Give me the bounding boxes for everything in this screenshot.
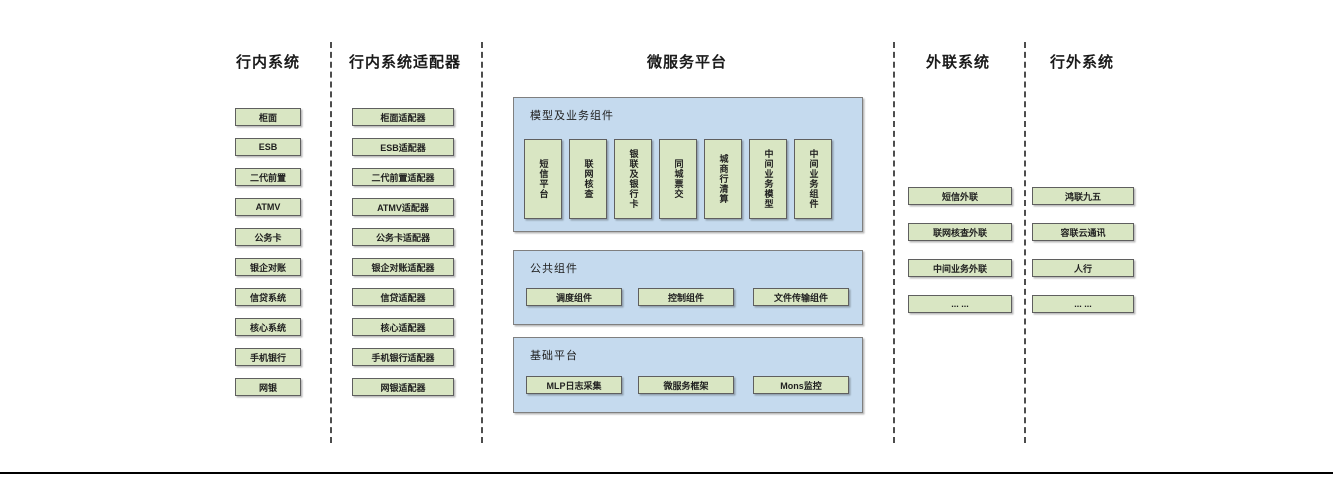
node-box: 微服务框架 <box>638 376 734 394</box>
col-header-microservice-platform: 微服务平台 <box>646 54 727 71</box>
node-label: 同城票交 <box>673 159 684 199</box>
node-box: Mons监控 <box>753 376 849 394</box>
node-box: 网银适配器 <box>352 378 454 396</box>
node-box: 信贷系统 <box>235 288 301 306</box>
node-box: 信贷适配器 <box>352 288 454 306</box>
col-header-inbank-systems: 行内系统 <box>235 54 300 71</box>
panel-base-platform: 基础平台 MLP日志采集 微服务框架 Mons监控 <box>513 337 863 413</box>
node-box: 中间业务模型 <box>749 139 787 219</box>
node-box: 人行 <box>1032 259 1134 277</box>
node-box: 银联及银行卡 <box>614 139 652 219</box>
panel-model-business-components: 模型及业务组件 短信平台 联网核查 银联及银行卡 同城票交 城商行清算 中间业务… <box>513 97 863 232</box>
node-box: 二代前置 <box>235 168 301 186</box>
col-header-inbank-adapters: 行内系统适配器 <box>348 54 461 71</box>
node-box: ... ... <box>908 295 1012 313</box>
node-box: 鸿联九五 <box>1032 187 1134 205</box>
node-label: 银联及银行卡 <box>628 149 639 209</box>
node-box: 柜面 <box>235 108 301 126</box>
node-box: 手机银行适配器 <box>352 348 454 366</box>
node-box: 文件传输组件 <box>753 288 849 306</box>
node-box: 中间业务外联 <box>908 259 1012 277</box>
node-box: 二代前置适配器 <box>352 168 454 186</box>
divider-2 <box>481 42 483 443</box>
node-box: MLP日志采集 <box>526 376 622 394</box>
node-box: 银企对账适配器 <box>352 258 454 276</box>
col-header-external-link-systems: 外联系统 <box>925 54 990 71</box>
node-box: 核心适配器 <box>352 318 454 336</box>
node-label: 中间业务组件 <box>808 149 819 209</box>
node-box: ESB适配器 <box>352 138 454 156</box>
node-label: 联网核查 <box>583 159 594 199</box>
node-box: ... ... <box>1032 295 1134 313</box>
node-box: ESB <box>235 138 301 156</box>
node-box: 网银 <box>235 378 301 396</box>
node-box: 短信平台 <box>524 139 562 219</box>
node-box: 核心系统 <box>235 318 301 336</box>
col-header-outbank-systems: 行外系统 <box>1049 54 1114 71</box>
node-label: 城商行清算 <box>718 154 729 204</box>
panel-common-components: 公共组件 调度组件 控制组件 文件传输组件 <box>513 250 863 325</box>
node-box: 调度组件 <box>526 288 622 306</box>
node-box: 公务卡 <box>235 228 301 246</box>
node-box: ATMV <box>235 198 301 216</box>
node-box: 银企对账 <box>235 258 301 276</box>
divider-4 <box>1024 42 1026 443</box>
node-label: 短信平台 <box>538 159 549 199</box>
divider-1 <box>330 42 332 443</box>
divider-3 <box>893 42 895 443</box>
bottom-rule <box>0 472 1333 474</box>
node-box: 中间业务组件 <box>794 139 832 219</box>
node-box: 柜面适配器 <box>352 108 454 126</box>
node-box: 城商行清算 <box>704 139 742 219</box>
node-box: ATMV适配器 <box>352 198 454 216</box>
node-box: 公务卡适配器 <box>352 228 454 246</box>
node-box: 联网核查外联 <box>908 223 1012 241</box>
node-box: 联网核查 <box>569 139 607 219</box>
panel-label: 模型及业务组件 <box>530 110 614 122</box>
node-box: 同城票交 <box>659 139 697 219</box>
panel-label: 基础平台 <box>530 350 578 362</box>
node-box: 手机银行 <box>235 348 301 366</box>
node-box: 控制组件 <box>638 288 734 306</box>
node-label: 中间业务模型 <box>763 149 774 209</box>
node-box: 短信外联 <box>908 187 1012 205</box>
node-box: 容联云通讯 <box>1032 223 1134 241</box>
panel-label: 公共组件 <box>530 263 578 275</box>
